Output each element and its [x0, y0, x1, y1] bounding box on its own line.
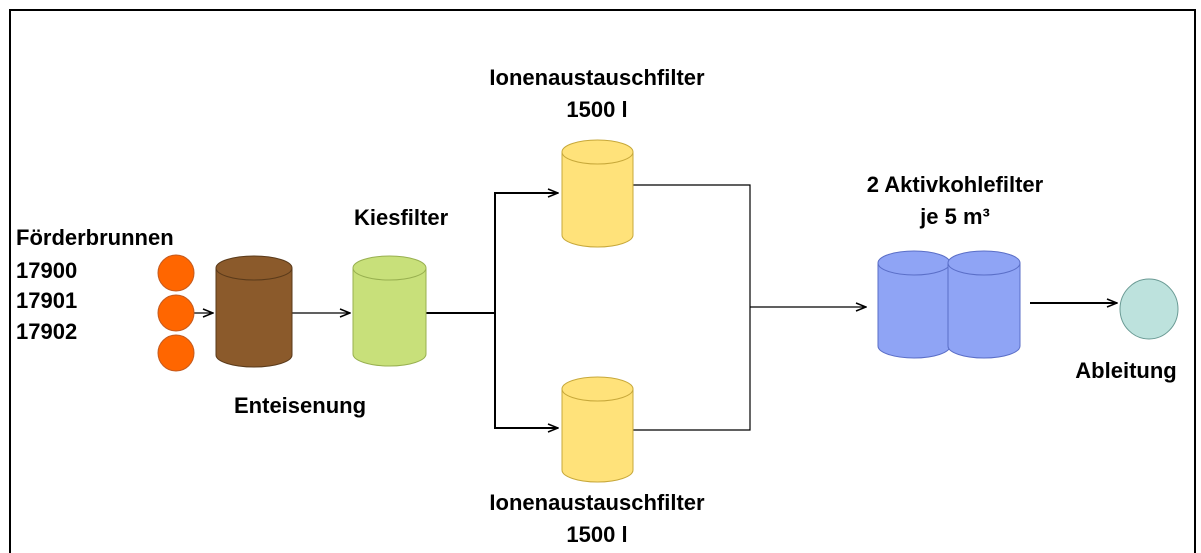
- well-circles: [157, 254, 195, 372]
- label-enteisenung: Enteisenung: [234, 393, 366, 418]
- label-ionen-top-name: Ionenaustauschfilter: [489, 65, 705, 90]
- ionen-bottom-cylinder: [561, 376, 634, 483]
- label-well-3: 17902: [16, 319, 77, 344]
- label-well-1: 17900: [16, 258, 77, 283]
- arrow-split-to-ionen-bottom: [494, 313, 558, 428]
- label-ionen-top-volume: 1500 l: [566, 97, 627, 122]
- ionen-top-cylinder: [561, 139, 634, 248]
- kiesfilter-cylinder: [352, 255, 427, 367]
- line-ionen-bottom-to-merge: [633, 307, 751, 431]
- well-circle: [157, 334, 195, 372]
- label-aktivkohle-name: 2 Aktivkohlefilter: [867, 172, 1044, 197]
- diagram-frame: [9, 9, 1196, 553]
- well-circle: [157, 294, 195, 332]
- label-ionen-bottom-name: Ionenaustauschfilter: [489, 490, 705, 515]
- label-foerderbrunnen: Förderbrunnen: [16, 225, 174, 250]
- label-aktivkohle-volume: je 5 m³: [919, 204, 990, 229]
- aktivkohle-cylinder-2: [947, 250, 1021, 359]
- aktivkohle-cylinder-1: [877, 250, 951, 359]
- label-ableitung: Ableitung: [1075, 358, 1176, 383]
- flow-lines: [192, 184, 1117, 431]
- well-circle: [157, 254, 195, 292]
- label-kiesfilter: Kiesfilter: [354, 205, 449, 230]
- enteisenung-cylinder: [215, 255, 293, 368]
- arrow-split-to-ionen-top: [494, 193, 558, 313]
- line-ionen-top-to-merge: [633, 184, 751, 307]
- label-ionen-bottom-volume: 1500 l: [566, 522, 627, 547]
- ableitung-circle: [1119, 278, 1179, 340]
- label-well-2: 17901: [16, 288, 77, 313]
